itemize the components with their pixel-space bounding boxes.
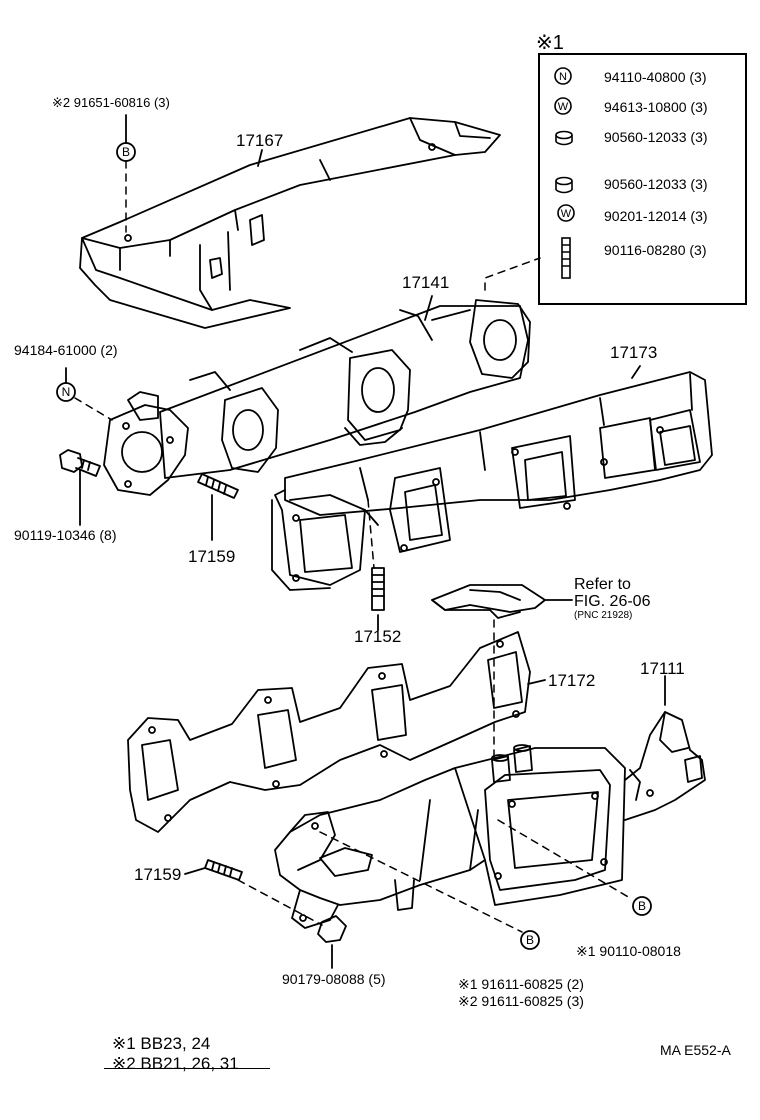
collar-icon xyxy=(555,130,573,146)
exhaust-manifold xyxy=(274,711,706,929)
heat-insulator-lower xyxy=(271,371,713,591)
nut-symbol: N xyxy=(559,71,567,83)
kit-part-nut: 94110-40800 (3) xyxy=(604,69,707,85)
refer-line-1: Refer to xyxy=(574,576,631,593)
collar-icon xyxy=(555,176,573,194)
plug-90179-08088 xyxy=(317,915,347,943)
label-bolt-bottom-1: ※1 91611-60825 (2) xyxy=(458,976,584,992)
kit-part-stud: 90116-08280 (3) xyxy=(604,242,707,258)
legend-row-1: ※1 BB23, 24 xyxy=(112,1034,211,1053)
legend-underline xyxy=(104,1068,270,1069)
label-17159-lower: 17159 xyxy=(134,865,182,884)
heat-insulator-upper xyxy=(79,117,501,329)
refer-line-2: FIG. 26-06 xyxy=(574,592,651,610)
stud-icon xyxy=(561,237,571,279)
label-17159-upper: 17159 xyxy=(188,547,236,566)
kit-box-title: ※1 xyxy=(536,32,564,54)
kit-box: 94110-40800 (3) 94613-10800 (3) 90560-12… xyxy=(538,53,747,305)
marker-n-left: N xyxy=(62,385,71,399)
kit-part-collar-1: 90560-12033 (3) xyxy=(604,129,708,145)
marker-b-top: B xyxy=(122,145,130,159)
label-nut: 94184-61000 (2) xyxy=(14,342,118,358)
label-17152: 17152 xyxy=(354,627,402,646)
washer-icon xyxy=(557,204,575,222)
label-plug: 90179-08088 (5) xyxy=(282,971,386,987)
model-legend: ※1 BB23, 24 ※2 BB21, 26, 31 xyxy=(112,1034,239,1073)
label-17111: 17111 xyxy=(640,659,685,678)
marker-b-bottom: B xyxy=(526,933,534,947)
label-bolt-bottom-2: ※2 91611-60825 (3) xyxy=(458,993,584,1009)
nut-icon xyxy=(554,67,572,85)
marker-b-right: B xyxy=(638,899,646,913)
kit-part-washer-2: 90201-12014 (3) xyxy=(604,208,708,224)
kit-part-collar-2: 90560-12033 (3) xyxy=(604,176,708,192)
label-17173: 17173 xyxy=(610,343,658,362)
washer-symbol: W xyxy=(558,101,569,113)
bolt-90119-10346 xyxy=(59,449,101,477)
label-bolt-left: 90119-10346 (8) xyxy=(14,527,117,543)
refer-note: Refer to FIG. 26-06 (PNC 21928) xyxy=(574,576,651,621)
stud-17159-upper xyxy=(197,473,239,499)
exhaust-gasket xyxy=(127,631,531,833)
label-17141: 17141 xyxy=(402,273,450,292)
kit-part-washer: 94613-10800 (3) xyxy=(604,99,708,115)
inlet-manifold xyxy=(103,299,531,496)
label-17167: 17167 xyxy=(236,131,284,150)
washer-symbol: W xyxy=(561,208,572,220)
washer-icon xyxy=(554,97,572,115)
stud-17159-lower xyxy=(204,859,243,881)
label-17172: 17172 xyxy=(548,671,596,690)
legend-row-2: ※2 BB21, 26, 31 xyxy=(112,1053,239,1073)
stud-17152 xyxy=(371,567,385,611)
refer-part-insulator xyxy=(431,584,546,619)
label-bolt-right: ※1 90110-08018 xyxy=(576,943,681,959)
label-bolt-top: ※2 91651-60816 (3) xyxy=(52,95,170,110)
refer-line-3: (PNC 21928) xyxy=(574,609,633,621)
figure-code: MA E552-A xyxy=(660,1042,731,1058)
